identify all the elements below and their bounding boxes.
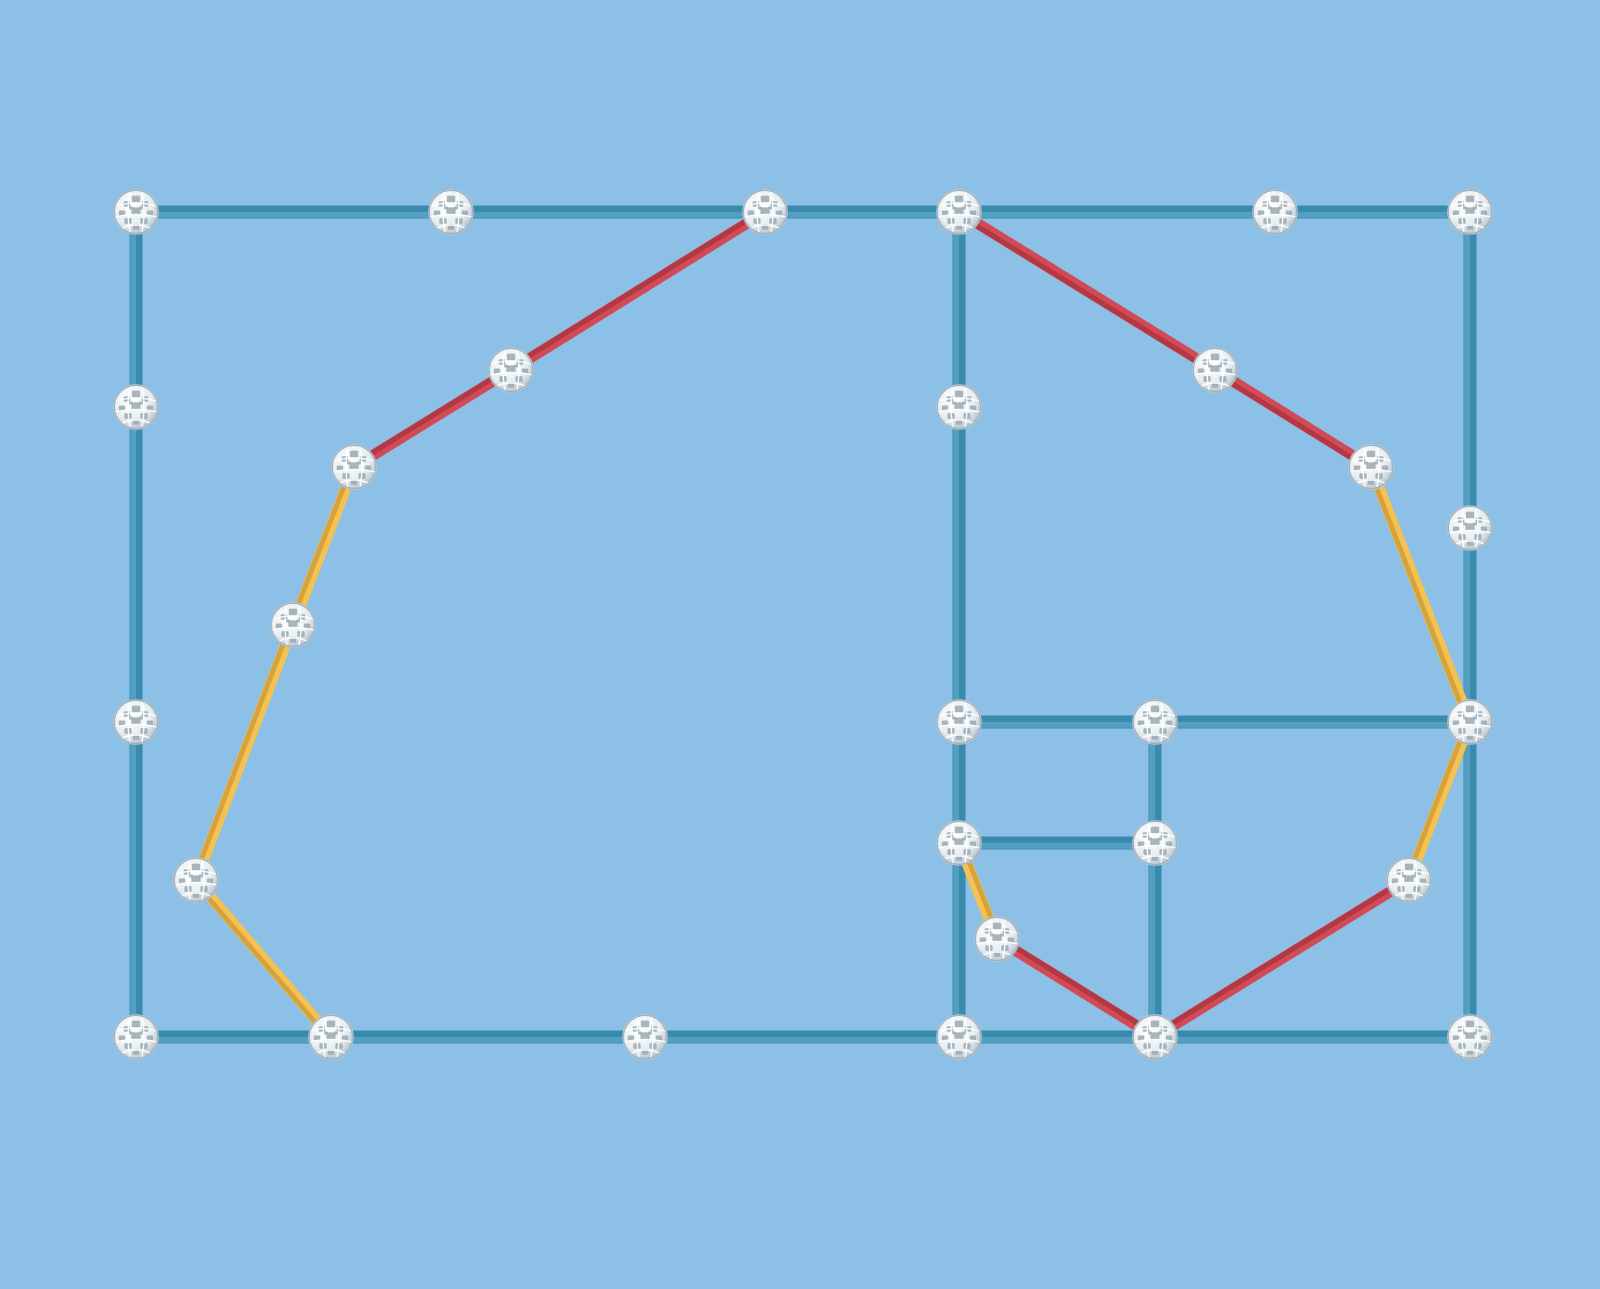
zometool-ball-icon bbox=[1132, 699, 1178, 745]
blue-strut bbox=[1463, 212, 1477, 528]
yellow-strut bbox=[191, 876, 336, 1041]
zometool-ball-icon bbox=[331, 444, 377, 490]
blue-strut bbox=[959, 205, 1275, 219]
zometool-ball-icon bbox=[1447, 505, 1493, 551]
zometool-ball-icon bbox=[1132, 820, 1178, 866]
yellow-strut bbox=[1403, 720, 1476, 882]
zometool-ball-icon bbox=[1192, 347, 1238, 393]
blue-strut bbox=[645, 1030, 959, 1044]
zometool-ball-icon bbox=[974, 916, 1020, 962]
zometool-ball-icon bbox=[113, 189, 159, 235]
blue-strut bbox=[1155, 1030, 1470, 1044]
zometool-ball-icon bbox=[742, 189, 788, 235]
blue-strut bbox=[952, 212, 966, 407]
zometool-ball-icon bbox=[1252, 189, 1298, 235]
zometool-ball-icon bbox=[1447, 699, 1493, 745]
nodes-layer bbox=[113, 189, 1493, 1060]
zometool-ball-icon bbox=[1447, 1014, 1493, 1060]
zometool-ball-icon bbox=[488, 347, 534, 393]
blue-strut bbox=[451, 205, 765, 219]
yellow-strut bbox=[287, 465, 360, 627]
blue-strut bbox=[959, 715, 1155, 729]
zometool-ball-icon bbox=[936, 820, 982, 866]
blue-strut bbox=[1155, 715, 1470, 729]
zometool-ball-icon bbox=[428, 189, 474, 235]
zometool-ball-icon bbox=[936, 384, 982, 430]
blue-strut bbox=[952, 843, 966, 1037]
zometool-ball-icon bbox=[270, 602, 316, 648]
red-strut bbox=[956, 207, 1218, 375]
blue-strut bbox=[1463, 722, 1477, 1037]
blue-strut bbox=[129, 722, 143, 1037]
blue-strut bbox=[1148, 843, 1162, 1037]
red-strut bbox=[1152, 875, 1412, 1042]
blue-strut bbox=[129, 212, 143, 407]
zometool-ball-icon bbox=[1447, 189, 1493, 235]
blue-strut bbox=[1463, 528, 1477, 722]
blue-strut bbox=[136, 205, 451, 219]
blue-strut bbox=[765, 205, 959, 219]
zometool-ball-icon bbox=[1386, 857, 1432, 903]
zometool-ball-icon bbox=[936, 189, 982, 235]
zometool-ball-icon bbox=[173, 857, 219, 903]
red-strut bbox=[508, 207, 768, 375]
red-strut bbox=[1212, 365, 1374, 472]
zometool-ball-icon bbox=[113, 699, 159, 745]
zometool-ball-icon bbox=[622, 1014, 668, 1060]
zometool-ball-icon bbox=[113, 384, 159, 430]
blue-strut bbox=[952, 407, 966, 722]
red-strut bbox=[351, 365, 514, 472]
struts-layer bbox=[129, 205, 1477, 1044]
zometool-ball-icon bbox=[936, 699, 982, 745]
blue-strut bbox=[331, 1030, 645, 1044]
zometool-ball-icon bbox=[113, 1014, 159, 1060]
blue-strut bbox=[959, 1030, 1155, 1044]
yellow-strut bbox=[1365, 465, 1476, 724]
yellow-strut bbox=[190, 623, 299, 882]
blue-strut bbox=[136, 1030, 331, 1044]
red-strut bbox=[994, 934, 1158, 1042]
zometool-ball-icon bbox=[308, 1014, 354, 1060]
blue-strut bbox=[129, 407, 143, 722]
zometool-ball-icon bbox=[1132, 1014, 1178, 1060]
zometool-ball-icon bbox=[1348, 444, 1394, 490]
zometool-ball-icon bbox=[936, 1014, 982, 1060]
blue-strut bbox=[1275, 205, 1470, 219]
blue-strut bbox=[959, 836, 1155, 850]
